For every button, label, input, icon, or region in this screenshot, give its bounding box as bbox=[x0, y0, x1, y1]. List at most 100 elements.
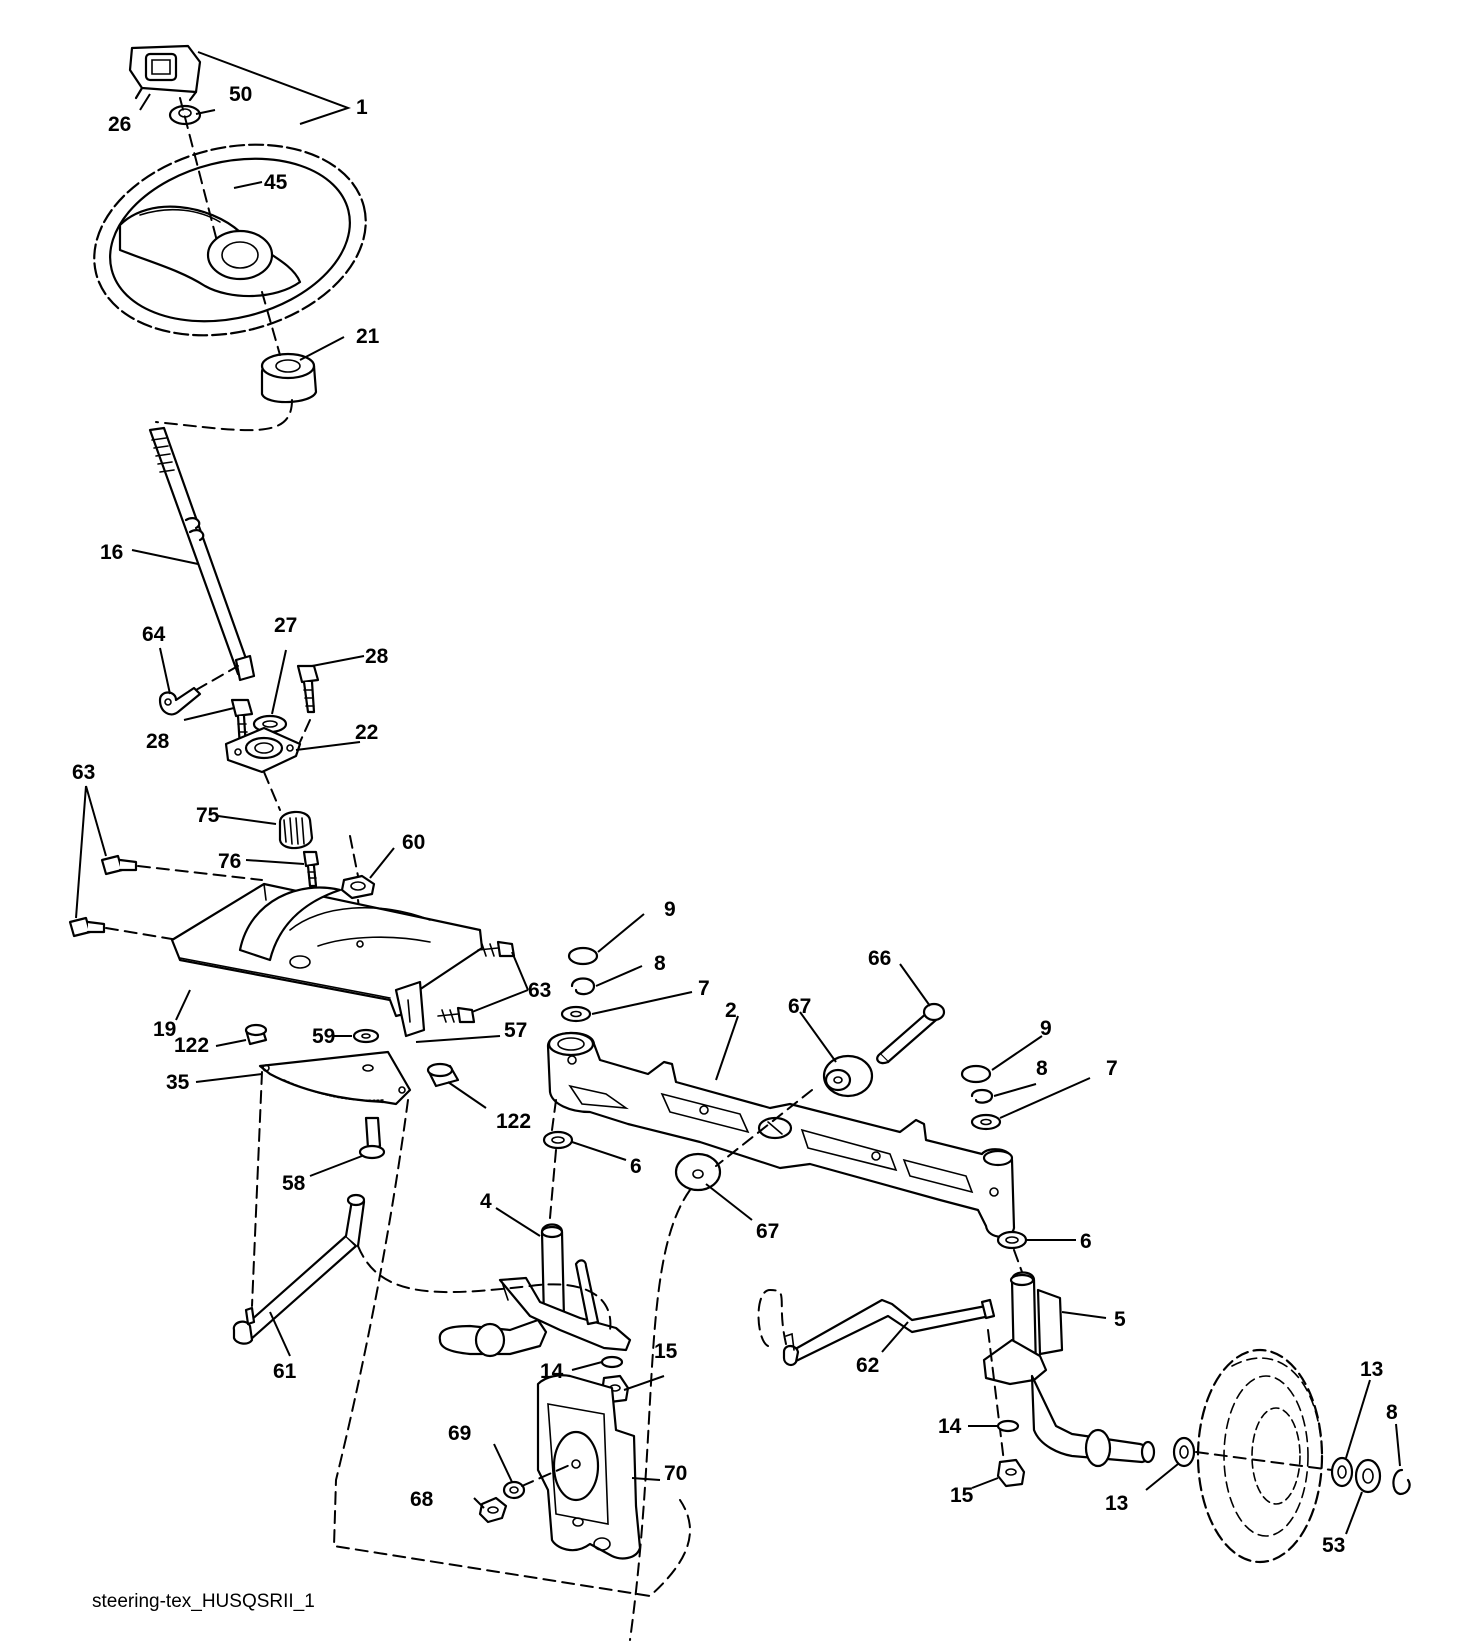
callout-19: 19 bbox=[153, 1018, 176, 1041]
front-axle-2 bbox=[546, 1031, 1016, 1238]
callout-7a: 7 bbox=[698, 977, 710, 1000]
steering-plate-19 bbox=[170, 882, 484, 1038]
callout-66: 66 bbox=[868, 947, 891, 970]
tie-rod-62 bbox=[782, 1298, 996, 1367]
shoulder-bolt-58 bbox=[358, 1116, 386, 1160]
callout-15a: 15 bbox=[654, 1340, 678, 1363]
callout-9b: 9 bbox=[1040, 1017, 1052, 1040]
dash-35-right bbox=[332, 1099, 691, 1598]
bolt-63-top bbox=[100, 854, 138, 876]
dash-cap-to-wheel bbox=[179, 97, 219, 246]
washer-59 bbox=[352, 1028, 380, 1044]
dash-adapter-to-shaft bbox=[155, 399, 293, 432]
clip-8-wheel bbox=[1392, 1468, 1411, 1496]
callout-69: 69 bbox=[448, 1422, 471, 1445]
diagram-caption: steering-tex_HUSQSRII_1 bbox=[92, 1591, 315, 1612]
pivot-bolt-66 bbox=[876, 1002, 946, 1065]
callout-67b: 67 bbox=[756, 1220, 779, 1243]
bolts-63-right bbox=[437, 940, 516, 1024]
bracket-64 bbox=[158, 686, 202, 716]
callout-63b: 63 bbox=[528, 979, 551, 1002]
dash-bracket-bolt bbox=[521, 1463, 573, 1487]
callout-21: 21 bbox=[356, 325, 380, 348]
callout-8b: 8 bbox=[1036, 1057, 1048, 1080]
steering-wheel bbox=[93, 143, 367, 337]
dash-pivot bbox=[629, 1089, 813, 1641]
callout-57: 57 bbox=[504, 1019, 527, 1042]
bushing-122-left bbox=[244, 1023, 268, 1046]
cap-9-right bbox=[960, 1064, 992, 1084]
bushing-122-right bbox=[426, 1062, 460, 1088]
callout-7b: 7 bbox=[1106, 1057, 1118, 1080]
spindle-4-left bbox=[438, 1223, 632, 1358]
callout-68: 68 bbox=[410, 1488, 434, 1511]
washer-6-left bbox=[542, 1130, 574, 1150]
dash-63-top bbox=[137, 865, 263, 881]
callout-16: 16 bbox=[100, 541, 123, 564]
washer-6-right bbox=[996, 1230, 1028, 1250]
callout-27: 27 bbox=[274, 614, 297, 637]
callout-6b: 6 bbox=[1080, 1230, 1092, 1253]
washer-13-outer bbox=[1330, 1456, 1354, 1488]
washer-14-left bbox=[600, 1355, 624, 1369]
dash-spindle-5 bbox=[987, 1249, 1023, 1463]
callout-14b: 14 bbox=[938, 1415, 962, 1438]
clip-8-left bbox=[570, 977, 596, 996]
steering-shaft bbox=[148, 426, 256, 682]
cap-9-left bbox=[567, 946, 599, 966]
callout-15b: 15 bbox=[950, 1484, 974, 1507]
bolt-63-bottom bbox=[68, 916, 106, 938]
dash-axle-through-wheel bbox=[1195, 1451, 1333, 1471]
washer-13-inner bbox=[1172, 1436, 1196, 1468]
callout-14a: 14 bbox=[540, 1360, 564, 1383]
washer-7-right bbox=[970, 1113, 1002, 1131]
callout-13a: 13 bbox=[1105, 1492, 1128, 1515]
callout-8a: 8 bbox=[654, 952, 666, 975]
dash-tie-rod bbox=[757, 1288, 787, 1347]
dash-plate bbox=[263, 719, 311, 811]
callout-26: 26 bbox=[108, 113, 131, 136]
callout-8c: 8 bbox=[1386, 1401, 1398, 1424]
callout-64: 64 bbox=[142, 623, 166, 646]
bolt-28-right bbox=[296, 664, 320, 714]
sector-gear-35 bbox=[258, 1050, 412, 1106]
callout-62: 62 bbox=[856, 1354, 879, 1377]
callout-50: 50 bbox=[229, 83, 252, 106]
dash-steering-link bbox=[357, 1245, 612, 1331]
callout-6a: 6 bbox=[630, 1155, 642, 1178]
washer-14-right bbox=[996, 1419, 1020, 1433]
callout-67a: 67 bbox=[788, 995, 811, 1018]
leader-lines bbox=[75, 51, 1401, 1535]
clip-8-right bbox=[970, 1088, 994, 1104]
callout-28b: 28 bbox=[146, 730, 170, 753]
callout-22: 22 bbox=[355, 721, 378, 744]
callout-5: 5 bbox=[1114, 1308, 1126, 1331]
washer-7-left bbox=[560, 1005, 592, 1023]
callout-58: 58 bbox=[282, 1172, 306, 1195]
bolt-76 bbox=[302, 850, 320, 888]
washer-69 bbox=[502, 1480, 526, 1500]
callout-9a: 9 bbox=[664, 898, 676, 921]
pinion-gear-75 bbox=[278, 810, 314, 850]
callout-122b: 122 bbox=[496, 1110, 531, 1133]
bolt-68 bbox=[478, 1496, 508, 1524]
bearing-washer-67-top bbox=[822, 1054, 874, 1098]
steering-cap bbox=[128, 44, 202, 102]
nut-15-right bbox=[996, 1458, 1026, 1488]
callout-13b: 13 bbox=[1360, 1358, 1383, 1381]
callout-45: 45 bbox=[264, 171, 288, 194]
spindle-5-right bbox=[982, 1271, 1156, 1468]
dash-washer-6-left bbox=[549, 1099, 557, 1219]
steering-nut bbox=[168, 104, 202, 126]
callout-2: 2 bbox=[725, 999, 737, 1022]
callout-59: 59 bbox=[312, 1025, 335, 1048]
washer-53 bbox=[1354, 1458, 1382, 1494]
callout-60: 60 bbox=[402, 831, 425, 854]
bearing-plate-22 bbox=[224, 726, 302, 774]
steering-adapter bbox=[260, 352, 318, 404]
callout-53: 53 bbox=[1322, 1534, 1345, 1557]
callout-35: 35 bbox=[166, 1071, 190, 1094]
dash-35-left bbox=[251, 1071, 263, 1307]
dash-63-bottom bbox=[105, 927, 179, 941]
